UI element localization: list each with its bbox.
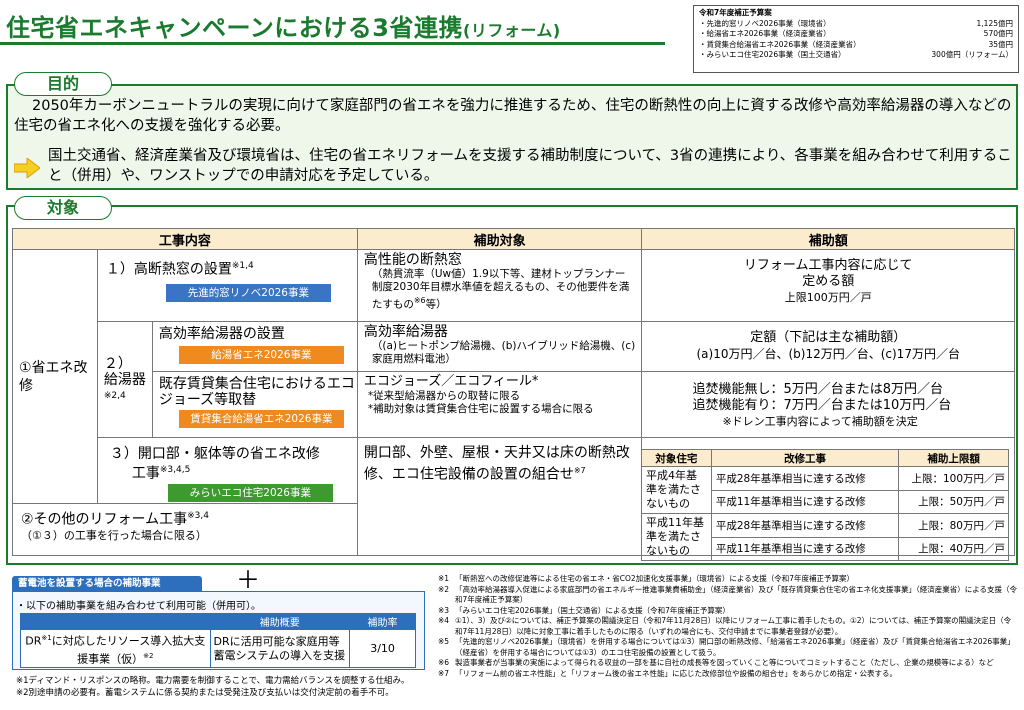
- sub-header-limit: 補助上限額: [898, 449, 1009, 467]
- header-work: 工事内容: [12, 228, 358, 250]
- sub-work: 平成11年基準相当に達する改修: [710, 536, 900, 561]
- battery-footnotes: ※1ディマンド・リスポンスの略称。電力需要を制御することで、電力需給バランスを調…: [16, 676, 410, 698]
- budget-row: ・賃貸集合給湯省エネ2026事業（経済産業省）35億円: [699, 39, 1013, 49]
- footnote: ※5「先進的窓リノベ2026事業」（環境省）を併用する場合については①3）開口部…: [438, 637, 1015, 657]
- tag-window-renovation: 先進的窓リノベ2026事業: [165, 283, 331, 302]
- battery-program-rate: 3/10: [349, 629, 416, 668]
- header-subject: 補助対象: [356, 228, 643, 250]
- row-high-efficiency-heater: 高効率給湯器の設置 給湯省エネ2026事業: [151, 321, 358, 372]
- battery-program-name: DR※1に対応したリソース導入拡大支援事業（仮）※2: [20, 629, 211, 668]
- insulation-sub-table: 対象住宅 改修工事 補助上限額 平成4年基準を満たさないもの 平成28年基準相当…: [641, 449, 1009, 561]
- purpose-text-1: 2050年カーボンニュートラルの実現に向けて家庭部門の省エネを強力に推進するため…: [14, 98, 1012, 134]
- purpose-label: 目的: [14, 72, 112, 96]
- sub-header-house: 対象住宅: [641, 449, 712, 467]
- subject-opening-insulation: 開口部、外壁、屋根・天井又は床の断熱改修、エコ住宅設備の設置の組合せ※7: [356, 437, 643, 556]
- sub-limit: 上限：50万円／戸: [898, 489, 1009, 514]
- sub-house-h11: 平成11年基準を満たさないもの: [641, 513, 712, 561]
- tag-mirai-eco-housing: みらいエコ住宅2026事業: [167, 483, 333, 502]
- footnote: ※7「リフォーム前の省エネ性能」と「リフォーム後の省エネ性能」に応じた改修部位や…: [438, 668, 898, 678]
- battery-header: 蓄電池を設置する場合の補助事業: [12, 576, 202, 591]
- subject-ecojozu: エコジョーズ／エコフィール* *従来型給湯器からの取替に限る *補助対象は賃貸集…: [356, 371, 643, 438]
- battery-col-name: [20, 613, 211, 630]
- sub-work: 平成28年基準相当に達する改修: [710, 466, 900, 491]
- footnote: ※3「みらいエコ住宅2026事業」（国土交通省）による支援（令和7年度補正予算案…: [438, 605, 730, 615]
- sub-limit: 上限：40万円／戸: [898, 536, 1009, 561]
- battery-col-rate: 補助率: [349, 613, 416, 630]
- amount-window: リフォーム工事内容に応じて 定める額 上限100万円／戸: [641, 249, 1015, 322]
- sub-header-work: 改修工事: [710, 449, 900, 467]
- subject-window: 高性能の断熱窓 （熱貫流率（Uw値）1.9以下等、建材トップランナー制度2030…: [356, 249, 643, 322]
- target-label: 対象: [14, 196, 112, 220]
- tag-rental-water-heater: 賃貸集合給湯省エネ2026事業: [178, 410, 344, 428]
- budget-row: ・給湯省エネ2026事業（経済産業省）570億円: [699, 29, 1013, 38]
- purpose-box: [6, 84, 1018, 190]
- battery-program-summary: DRに活用可能な家庭用等蓄電システムの導入を支援: [209, 629, 351, 668]
- battery-col-summary: 補助概要: [209, 613, 351, 630]
- footnote: ※1「断熱窓への改修促進等による住宅の省エネ・省CO2加速化支援事業」（環境省）…: [438, 574, 854, 583]
- battery-table: 補助概要 補助率 DR※1に対応したリソース導入拡大支援事業（仮）※2 DRに活…: [20, 613, 416, 668]
- footnotes: ※1「断熱窓への改修促進等による住宅の省エネ・省CO2加速化支援事業」（環境省）…: [438, 574, 1018, 679]
- sub-work: 平成28年基準相当に達する改修: [710, 513, 900, 538]
- sub-limit: 上限：80万円／戸: [898, 513, 1009, 538]
- budget-row: ・みらいエコ住宅2026事業（国土交通省）300億円（リフォーム）: [699, 50, 1013, 59]
- right-arrow-icon: [14, 158, 40, 178]
- budget-heading: 令和7年度補正予算案: [699, 8, 772, 17]
- amount-high-efficiency-heater: 定額（下記は主な補助額） (a)10万円／台、(b)12万円／台、(c)17万円…: [641, 321, 1015, 372]
- sub-work: 平成11年基準相当に達する改修: [710, 489, 900, 514]
- row-window: １）高断熱窓の設置※1,4 先進的窓リノベ2026事業: [96, 249, 358, 322]
- category-energy-saving: ①省エネ改修: [12, 249, 98, 504]
- plus-icon: ＋: [236, 566, 260, 594]
- row-water-heater: ２）給湯器※2,4: [96, 321, 153, 438]
- subject-high-efficiency-heater: 高効率給湯器 （(a)ヒートポンプ給湯機、(b)ハイブリッド給湯機、(c)家庭用…: [356, 321, 643, 372]
- purpose-text-2: 国土交通省、経済産業省及び環境省は、住宅の省エネリフォームを支援する補助制度につ…: [48, 148, 1012, 184]
- title-underline: [0, 42, 665, 45]
- budget-box: 令和7年度補正予算案 ・先進的窓リノベ2026事業（環境省）1,125億円 ・給…: [693, 5, 1019, 73]
- battery-note: ・以下の補助事業を組み合わせて利用可能（併用可）。: [16, 601, 261, 612]
- target-box: [6, 205, 1018, 565]
- row-ecojozu: 既存賃貸集合住宅におけるエコジョーズ等取替 賃貸集合給湯省エネ2026事業: [151, 371, 358, 438]
- header-amount: 補助額: [641, 228, 1015, 250]
- amount-ecojozu: 追焚機能無し：5万円／台または8万円／台 追焚機能有り：7万円／台または10万円…: [641, 371, 1015, 438]
- row-other-reform: ②その他のリフォーム工事※3,4 （①３）の工事を行った場合に限る）: [12, 503, 358, 556]
- footnote: ※2「高効率給湯器導入促進による家庭部門の省エネルギー推進事業費補助金」（経済産…: [438, 584, 1018, 605]
- page-title: 住宅省エネキャンペーンにおける3省連携(リフォーム): [6, 14, 561, 42]
- sub-house-h4: 平成4年基準を満たさないもの: [641, 466, 712, 514]
- budget-row: ・先進的窓リノベ2026事業（環境省）1,125億円: [699, 18, 1013, 28]
- tag-water-heater-saving: 給湯省エネ2026事業: [178, 346, 344, 364]
- row-opening-insulation: ３）開口部・躯体等の省エネ改修 工事※3,4,5 みらいエコ住宅2026事業: [96, 437, 358, 504]
- sub-limit: 上限：100万円／戸: [898, 466, 1009, 491]
